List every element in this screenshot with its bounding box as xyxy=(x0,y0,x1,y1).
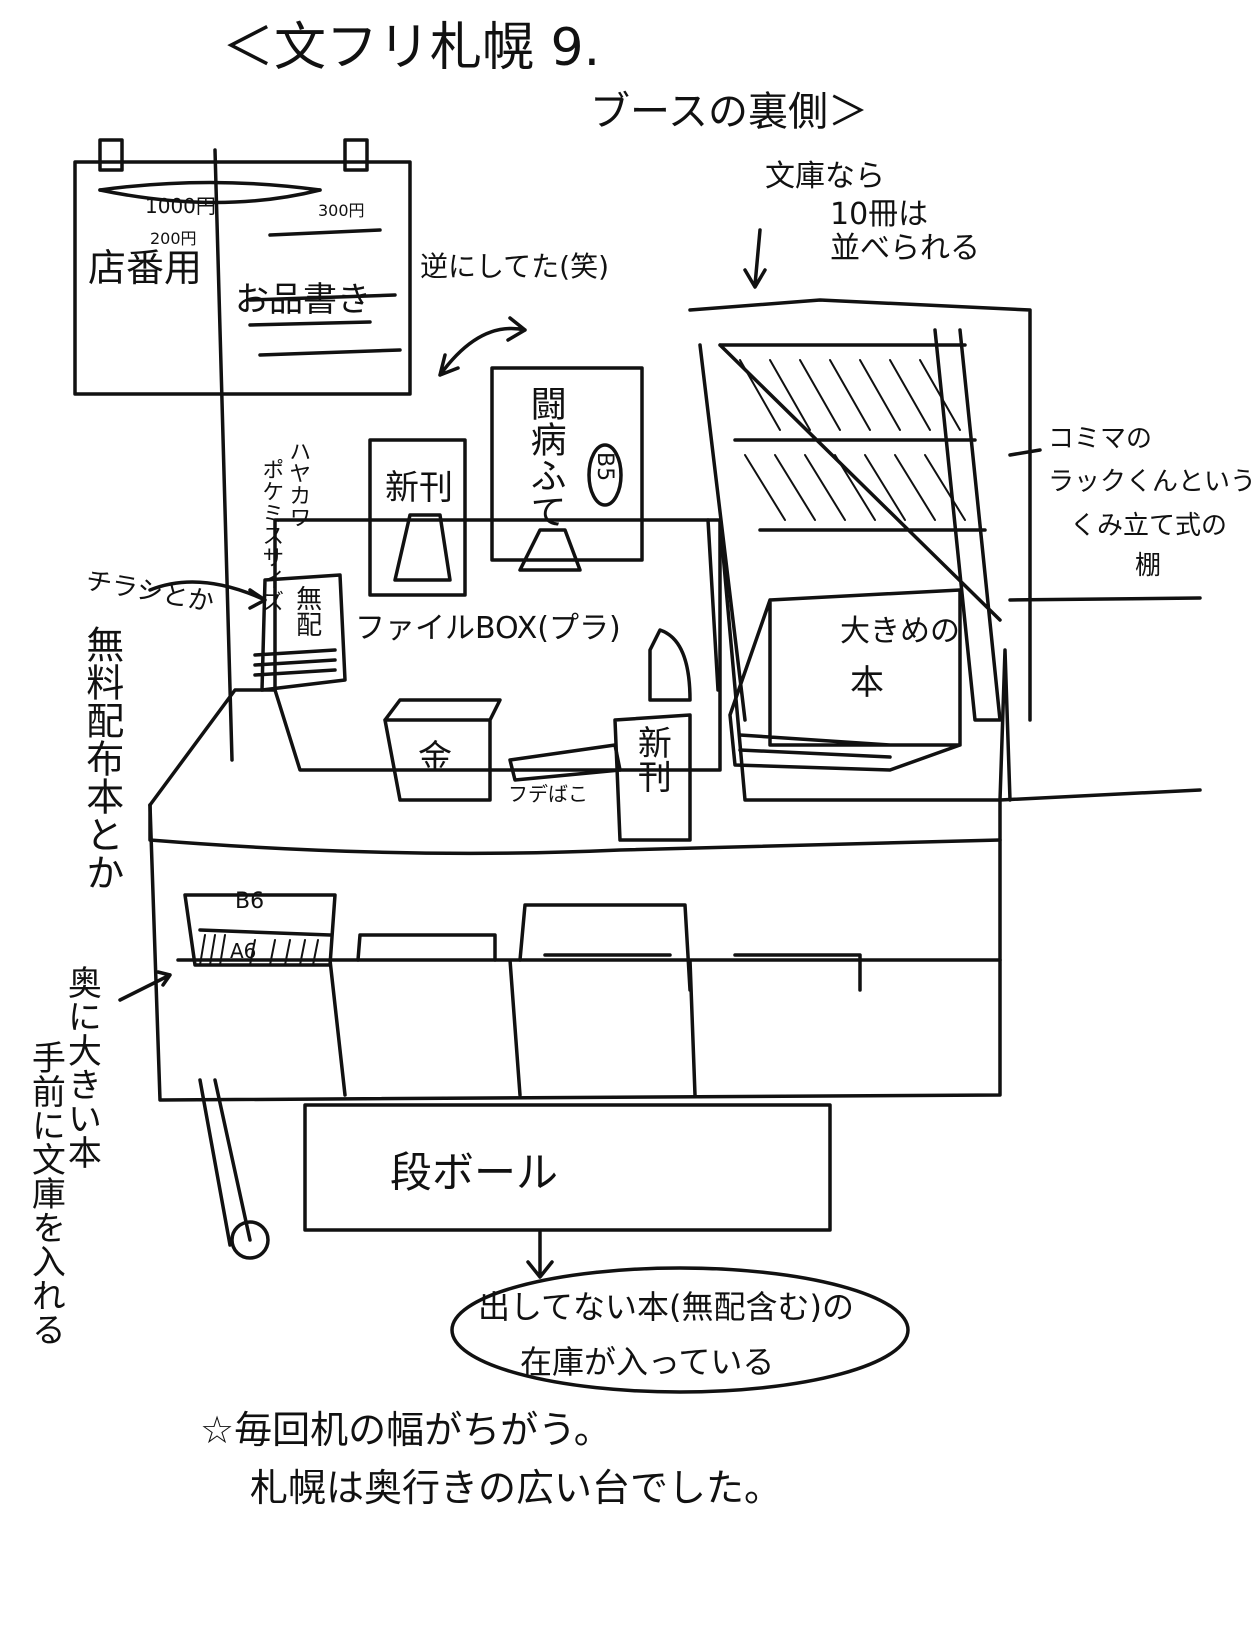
file-box xyxy=(273,518,722,772)
footer-note-2: 札幌は奥行きの広い台でした。 xyxy=(250,1466,783,1510)
large-book-label-1: 大きめの xyxy=(840,614,960,649)
pocket-row xyxy=(176,958,1002,1097)
bunko-note-1: 文庫なら xyxy=(765,159,885,194)
free-books-note: 無料配布本とか xyxy=(79,625,124,891)
free-stack-label: 無配 xyxy=(291,585,322,637)
pocket-size-1: ハヤカワ xyxy=(285,440,311,528)
sign-pole xyxy=(213,148,234,762)
new-book-2 xyxy=(613,713,692,842)
sketch-title: ＜文フリ札幌 9. xyxy=(222,18,601,78)
rack xyxy=(688,298,1032,722)
price-1000: 1000円 xyxy=(145,194,216,218)
large-book xyxy=(728,588,962,772)
rack-note-2: ラックくんという xyxy=(1048,467,1256,497)
tobyo-book-label: 闘病ふて xyxy=(524,385,566,529)
swap-arrow xyxy=(438,316,527,377)
new-book-1 xyxy=(368,438,467,597)
a6-label: A6 xyxy=(230,939,257,963)
bunko-note-3: 並べられる xyxy=(830,231,980,266)
rack-note-1: コミマの xyxy=(1048,424,1153,454)
new-book-1-label: 新刊 xyxy=(385,468,453,508)
callout-ellipse xyxy=(450,1266,910,1394)
menu-label: お品書き xyxy=(235,280,371,320)
storage-note-1: 奥に大きい本 xyxy=(61,965,102,1169)
table-front xyxy=(148,798,1002,1102)
sign-board xyxy=(73,160,412,396)
price-curve xyxy=(98,188,322,205)
new-book-2-label: 新刊 xyxy=(631,725,672,793)
cardboard-note-1: 出してない本(無配含む)の xyxy=(478,1288,855,1326)
price-300: 300円 xyxy=(318,201,365,220)
large-book-label-2: 本 xyxy=(850,663,884,703)
sketch-subtitle: ブースの裏側＞ xyxy=(590,89,868,135)
cardboard-note-2: 在庫が入っている xyxy=(520,1343,775,1381)
free-stack xyxy=(253,573,347,692)
staff-label: 店番用 xyxy=(88,246,203,290)
b6-label: B6 xyxy=(235,889,265,914)
pen-case-label: フデばこ xyxy=(508,782,588,806)
b5-badge: B5 xyxy=(592,452,618,482)
table-leg xyxy=(198,1078,252,1247)
bunko-note-2: 10冊は xyxy=(830,197,929,232)
tobyo-book xyxy=(490,366,644,562)
rack-note-4: 棚 xyxy=(1135,551,1162,581)
reversed-note: 逆にしてた(笑) xyxy=(420,250,610,283)
cardboard-label: 段ボール xyxy=(390,1148,559,1197)
cardboard-box xyxy=(303,1103,832,1232)
storage-note-2: 手前に文庫を入れる xyxy=(25,1040,66,1346)
pen-case xyxy=(508,743,622,782)
money-box xyxy=(383,698,502,802)
file-box-label: ファイルBOX(プラ) xyxy=(355,611,621,646)
footer-note-1: ☆毎回机の幅がちがう。 xyxy=(200,1408,612,1452)
money-box-label: 金 xyxy=(418,738,452,778)
price-200: 200円 xyxy=(150,229,197,248)
pocket-size-2: ポケミスサイズ xyxy=(258,458,284,612)
rack-note-3: くみ立て式の xyxy=(1070,511,1228,541)
